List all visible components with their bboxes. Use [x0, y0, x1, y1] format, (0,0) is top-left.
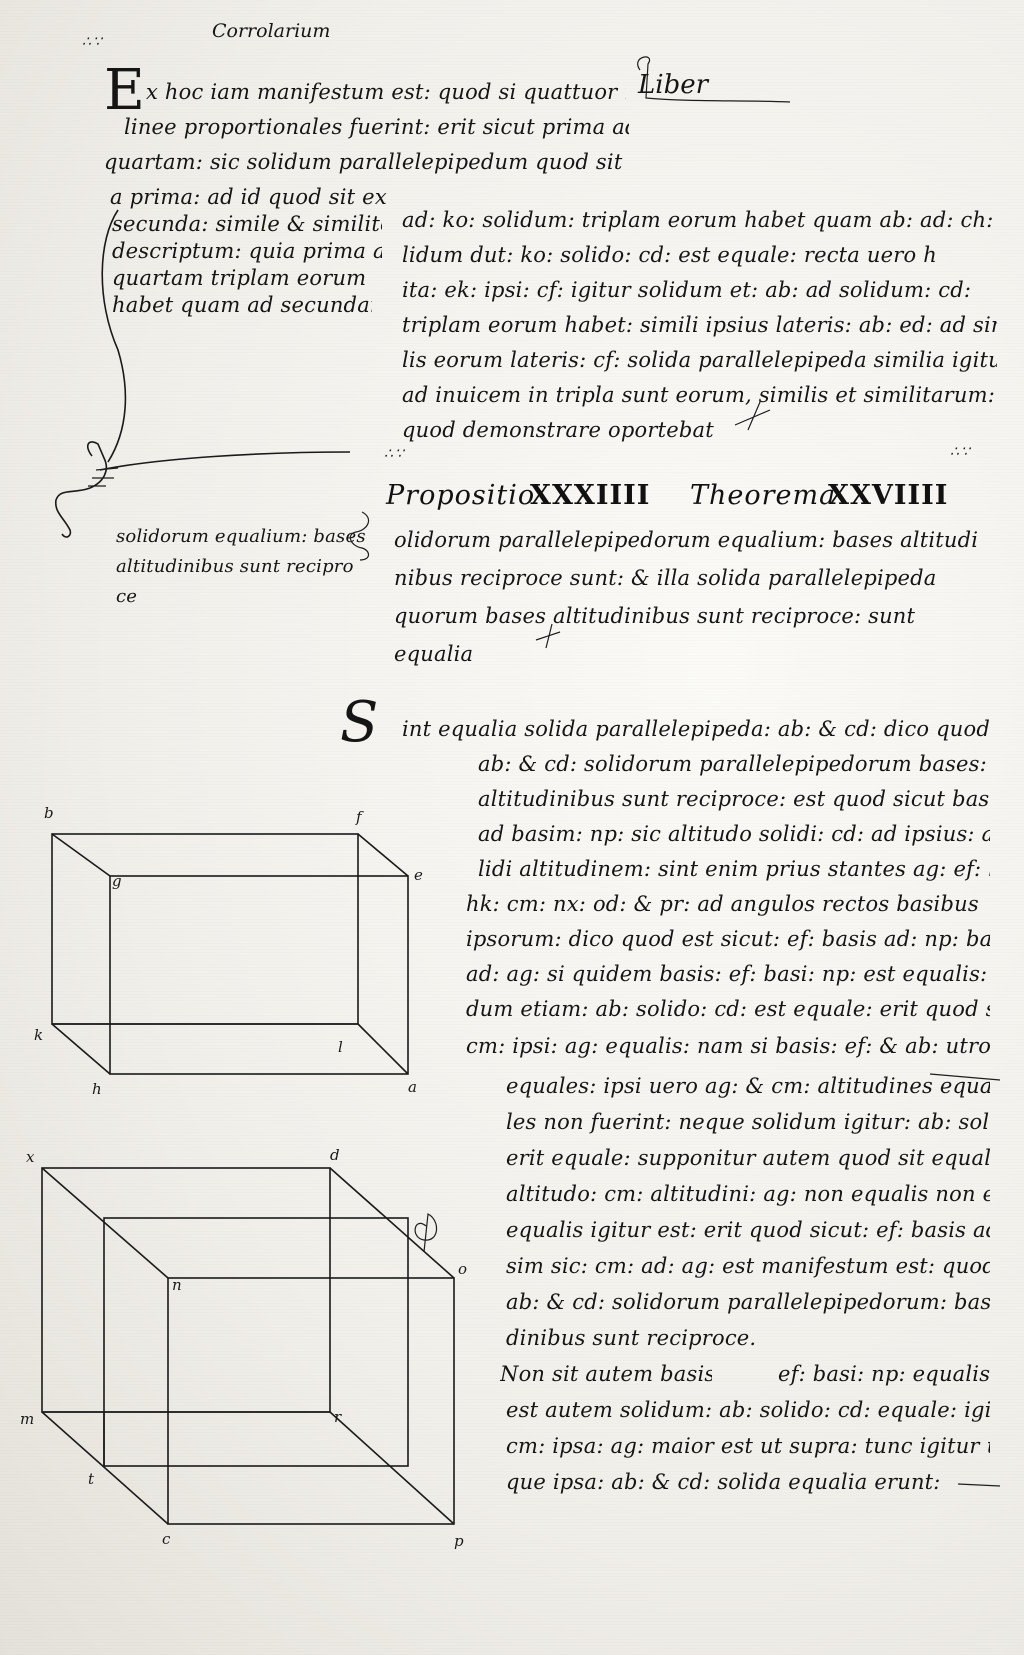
proof-line-23: que ipsa: ab: & cd: solida equalia erunt…	[506, 1470, 941, 1494]
proof-line-20: ef: basi: np: equalis: sed basis: ef: si…	[778, 1362, 990, 1386]
figure-upper-solid	[51, 833, 409, 1075]
margin-note-line-2: altitudinibus sunt recipro	[116, 556, 354, 577]
corollary-line-4: a prima: ad id quod sit ex	[110, 185, 387, 209]
proof-line-17: ab: & cd: solidorum parallelepipedorum: …	[506, 1290, 990, 1314]
proof-line-11: equales: ipsi uero ag: & cm: altitudines…	[506, 1074, 990, 1098]
proof-line-7: ipsorum: dico quod est sicut: ef: basis …	[466, 927, 990, 951]
label-r: r	[334, 1408, 342, 1426]
corollary-line-6: descriptum: quia prima ad	[112, 239, 382, 263]
label-o: o	[458, 1260, 467, 1278]
proof-line-5: lidi altitudinem: sint enim prius stante…	[478, 857, 990, 881]
label-e: e	[414, 866, 423, 884]
label-l: l	[338, 1038, 343, 1056]
label-c: c	[162, 1530, 171, 1548]
proof-line-12: les non fuerint: neque solidum igitur: a…	[506, 1110, 990, 1134]
margin-rule-1	[929, 1073, 1001, 1081]
proof-line-16: sim sic: cm: ad: ag: est manifestum est:…	[506, 1254, 990, 1278]
proof-line-4: ad basim: np: sic altitudo solidi: cd: a…	[478, 822, 990, 846]
label-g: g	[112, 872, 122, 890]
label-h: h	[92, 1080, 102, 1098]
corollary-line-2: linee proportionales fuerint: erit sicut…	[124, 115, 629, 139]
continuation-line-5: lis eorum lateris: cf: solida parallelep…	[402, 348, 997, 372]
label-n: n	[172, 1276, 182, 1294]
proposition-number: XXXIIII	[530, 480, 651, 511]
proof-line-3: altitudinibus sunt reciproce: est quod s…	[478, 787, 990, 811]
margin-rule-2	[957, 1483, 1001, 1487]
qed-mark	[734, 401, 771, 431]
proof-line-10: cm: ipsi: ag: equalis: nam si basis: ef:…	[466, 1034, 990, 1058]
figure-lower-solid	[41, 1167, 455, 1525]
corollary-initial: E	[104, 58, 145, 123]
corollary-line-1: x hoc iam manifestum est: quod si quattu…	[146, 80, 626, 104]
paragraph-mark: ∴∵	[82, 34, 104, 50]
figure-marker	[414, 1213, 438, 1253]
proposition-line-4: equalia	[394, 642, 474, 666]
corollary-line-7: quartam triplam eorum	[112, 266, 367, 290]
proof-line-2: ab: & cd: solidorum parallelepipedorum b…	[478, 752, 987, 776]
label-m: m	[20, 1410, 34, 1428]
corollary-line-3: quartam: sic solidum parallelepipedum qu…	[104, 150, 623, 174]
continuation-line-4: triplam eorum habet: simili ipsius later…	[402, 313, 997, 337]
proof-line-22: cm: ipsa: ag: maior est ut supra: tunc i…	[506, 1434, 990, 1458]
continuation-line-6: ad inuicem in tripla sunt eorum, similis…	[402, 383, 996, 407]
continuation-line-7: quod demonstrare oportebat	[402, 418, 714, 442]
label-x: x	[26, 1148, 35, 1166]
paragraph-mark-left: ∴∵	[384, 446, 406, 462]
proof-line-9: dum etiam: ab: solido: cd: est equale: e…	[466, 997, 990, 1021]
proof-line-18: dinibus sunt reciproce.	[506, 1326, 757, 1350]
label-t: t	[88, 1470, 95, 1488]
liber-flourish	[637, 56, 791, 103]
proposition-word: Propositio	[386, 480, 536, 511]
corollary-line-8: habet quam ad secundam;	[112, 293, 372, 317]
continuation-line-2: lidum dut: ko: solido: cd: est equale: r…	[402, 243, 937, 267]
continuation-line-3: ita: ek: ipsi: cf: igitur solidum et: ab…	[402, 278, 972, 302]
proof-line-1: int equalia solida parallelepipeda: ab: …	[402, 717, 992, 741]
end-mark	[535, 623, 561, 649]
proposition-line-1: olidorum parallelepipedorum equalium: ba…	[394, 528, 979, 552]
pointing-hand-icon	[54, 209, 351, 538]
margin-note-line-1: solidorum equalium: bases	[116, 526, 366, 547]
theorem-number: XXVIIII	[828, 480, 949, 511]
paragraph-mark-right: ∴∵	[950, 444, 972, 460]
corollary-line-5: secunda: simile & similiter	[112, 212, 382, 236]
proof-line-15: equalis igitur est: erit quod sicut: ef:…	[506, 1218, 990, 1242]
continuation-line-1: ad: ko: solidum: triplam eorum habet qua…	[402, 208, 997, 232]
proof-line-6: hk: cm: nx: od: & pr: ad angulos rectos …	[466, 892, 979, 916]
proposition-line-2: nibus reciproce sunt: & illa solida para…	[394, 566, 937, 590]
proof-line-13: erit equale: supponitur autem quod sit e…	[506, 1146, 990, 1170]
proof-initial: S	[340, 690, 379, 755]
section-sign	[349, 511, 370, 561]
label-d: d	[330, 1146, 340, 1164]
theorem-word: Theorema	[690, 480, 837, 511]
proof-line-19: Non sit autem basis	[500, 1362, 712, 1386]
label-b: b	[44, 804, 54, 822]
proposition-line-3: quorum bases altitudinibus sunt reciproc…	[394, 604, 916, 628]
label-p: p	[454, 1532, 464, 1550]
proof-line-21: est autem solidum: ab: solido: cd: equal…	[506, 1398, 990, 1422]
label-f: f	[355, 808, 364, 826]
proof-line-8: ad: ag: si quidem basis: ef: basi: np: e…	[466, 962, 990, 986]
label-a: a	[408, 1078, 417, 1096]
running-head-liber: Liber	[638, 70, 709, 100]
proof-line-14: altitudo: cm: altitudini: ag: non equali…	[506, 1182, 990, 1206]
margin-note-line-3: ce	[116, 586, 138, 607]
label-k: k	[34, 1026, 43, 1044]
corollary-title: Corrolarium	[212, 20, 331, 42]
